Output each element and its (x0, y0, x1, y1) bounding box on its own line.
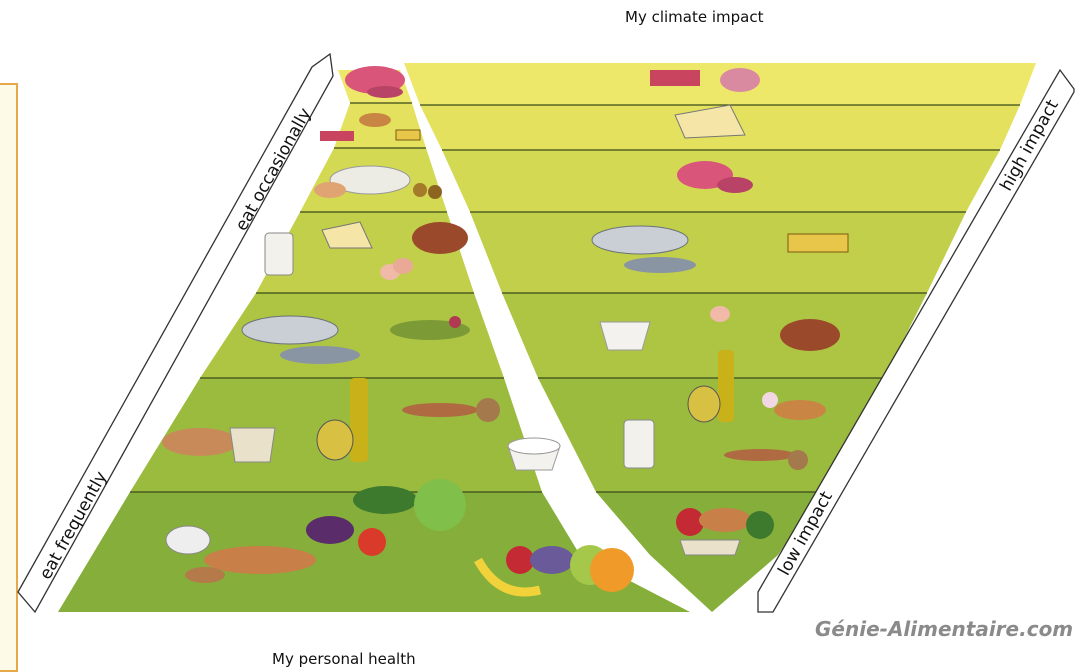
poultry-icon (412, 222, 468, 254)
climate-fish-icon (591, 225, 696, 273)
croissant-icon (359, 113, 391, 127)
climate-olive-oil-icon (687, 350, 734, 423)
title-climate-impact: My climate impact (625, 8, 764, 26)
fish-icon (241, 315, 360, 364)
nuts-icon (402, 398, 500, 422)
butter-icon (395, 129, 421, 141)
potatoes-icon (314, 182, 442, 199)
climate-milk-jug-icon (623, 419, 655, 469)
climate-lobster-icon (677, 161, 753, 193)
legumes-icon (390, 316, 470, 340)
climate-cheese-icon (674, 104, 746, 139)
cheese-icon (321, 221, 373, 249)
title-personal-health: My personal health (272, 650, 416, 668)
climate-band-1 (404, 63, 1036, 105)
climate-pastries-icon (762, 392, 826, 420)
side-panel (0, 83, 18, 672)
arrow-eat-frequently-occasionally (17, 52, 334, 614)
climate-band-5 (502, 293, 927, 378)
climate-red-meat-icon (650, 68, 760, 92)
climate-yogurt-icon (599, 321, 651, 351)
eggs-icon (380, 258, 413, 280)
yogurt-icon (507, 437, 561, 471)
grains-icon (165, 525, 316, 583)
climate-band-4 (470, 212, 966, 293)
fruits-icon (474, 545, 634, 597)
rice-icon (329, 165, 411, 195)
climate-poultry-icon (780, 319, 840, 351)
olive-oil-icon (316, 378, 368, 462)
bread-icon (162, 427, 276, 463)
watermark: Génie-Alimentaire.com (815, 617, 1074, 641)
climate-butter-icon (787, 233, 849, 253)
vegetables-icon (306, 479, 466, 556)
climate-vegetables-icon (676, 508, 774, 556)
climate-nuts-icon (724, 449, 808, 470)
lobster-icon (345, 66, 405, 98)
health-band-5 (200, 293, 504, 378)
climate-eggs-icon (710, 306, 730, 322)
band-dividers (130, 102, 1020, 493)
meat-icon (320, 131, 354, 141)
milk-jug-icon (264, 232, 294, 276)
arrow-high-low-impact (757, 68, 1075, 613)
